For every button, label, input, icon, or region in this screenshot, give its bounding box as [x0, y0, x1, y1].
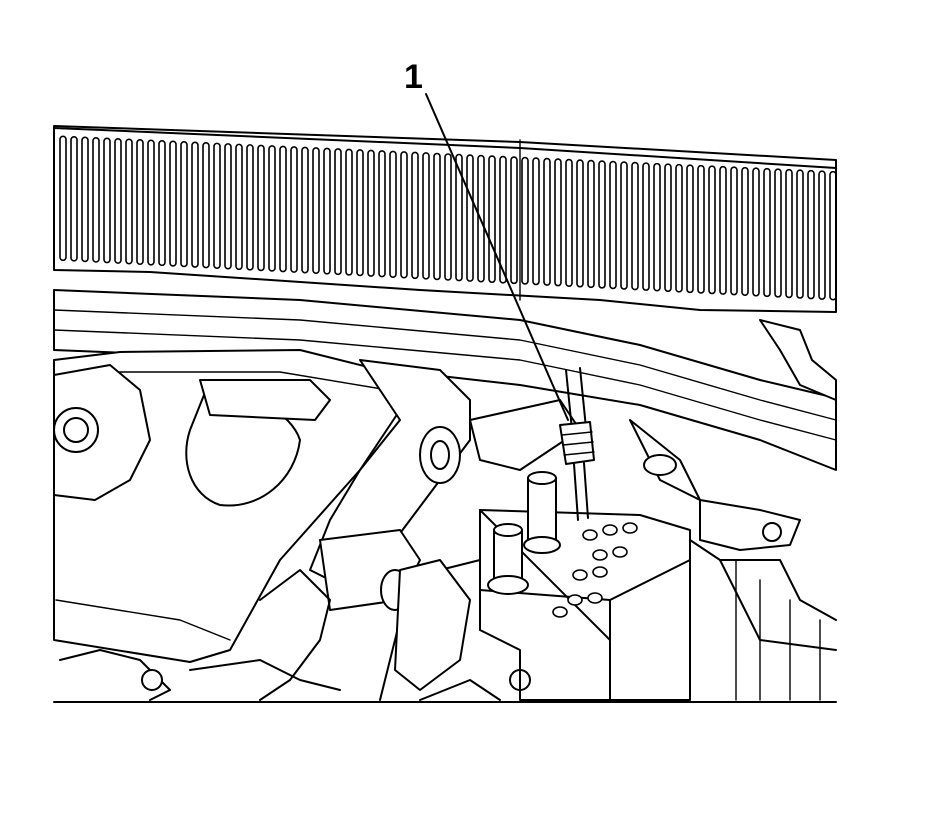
grille-slat	[180, 141, 188, 268]
grille-slat	[169, 140, 177, 267]
grille-slat	[59, 135, 67, 262]
grille-slat	[114, 138, 122, 264]
valve-port	[602, 524, 618, 536]
grille-slat	[686, 164, 694, 294]
valve-port	[592, 549, 608, 561]
valve-port	[592, 566, 608, 578]
grille-slat	[554, 158, 562, 287]
valve-port	[622, 522, 638, 534]
grille-slat	[81, 136, 89, 263]
grille-slats	[59, 135, 837, 301]
grille-slat	[433, 152, 441, 281]
grille-slat	[191, 141, 199, 268]
grille-slat	[279, 145, 287, 273]
grille-slat	[807, 169, 815, 300]
grille-slat	[697, 164, 705, 294]
grille-slat	[576, 159, 584, 288]
grille-slat	[631, 161, 639, 291]
grille-slat	[356, 149, 364, 277]
grille-slat	[488, 155, 496, 284]
grille-slat	[257, 144, 265, 272]
grille-slat	[202, 142, 210, 269]
grille-slat	[510, 156, 518, 285]
grille-slat	[92, 136, 100, 263]
grille-slat	[224, 143, 232, 270]
grille-slat	[422, 152, 430, 280]
grille-slat	[301, 146, 309, 274]
lower-left-components	[59, 649, 531, 701]
grille-slat	[246, 144, 254, 271]
grille-slat	[664, 163, 672, 293]
grille-slat	[521, 156, 529, 285]
grille-slat	[125, 138, 133, 265]
grille-slat	[796, 169, 804, 299]
callout-label-1: 1	[404, 58, 423, 96]
valve-port	[582, 529, 598, 541]
grille-slat	[565, 158, 573, 287]
valve-port	[587, 592, 603, 604]
grille-slat	[455, 153, 463, 282]
grille-slat	[675, 163, 683, 293]
grille-slat	[136, 139, 144, 266]
callout-leader-line	[425, 93, 569, 421]
valve-port	[567, 594, 583, 606]
grille-slat	[620, 161, 628, 290]
cowl-grille-panel	[53, 125, 837, 313]
grille-slat	[499, 155, 507, 284]
grille-slat	[378, 150, 386, 278]
grille-slat	[774, 168, 782, 298]
grille-slat	[598, 160, 606, 289]
grille-slat	[719, 165, 727, 295]
grille-slat	[587, 159, 595, 289]
grille-slat	[763, 167, 771, 298]
valve-port	[612, 546, 628, 558]
oil-filler-cap	[53, 364, 151, 501]
grille-slat	[345, 148, 353, 276]
grille-slat	[235, 143, 243, 271]
grille-slat	[158, 140, 166, 267]
grille-slat	[543, 157, 551, 286]
grille-slat	[323, 147, 331, 275]
grille-slat	[147, 139, 155, 266]
grille-slat	[389, 150, 397, 278]
grille-slat	[334, 148, 342, 276]
grille-slat	[290, 146, 298, 273]
grille-slat	[829, 170, 837, 301]
right-side-components	[629, 419, 837, 701]
brake-pipe-fittings	[487, 471, 561, 595]
grille-slat	[367, 149, 375, 277]
grille-slat	[312, 147, 320, 275]
valve-port	[572, 569, 588, 581]
grille-slat	[730, 166, 738, 296]
grille-slat	[268, 145, 276, 272]
grille-slat	[103, 137, 111, 264]
grille-slat	[466, 154, 474, 282]
grille-slat	[400, 151, 408, 279]
grille-slat	[818, 170, 826, 300]
grille-slat	[785, 168, 793, 299]
grille-slat	[642, 162, 650, 291]
grille-slat	[213, 142, 221, 269]
grille-slat	[477, 154, 485, 283]
engine-cover	[53, 349, 421, 663]
grille-slat	[609, 160, 617, 290]
valve-ports	[552, 522, 638, 618]
grille-slat	[741, 166, 749, 296]
grille-slat	[70, 135, 78, 262]
bleeder-adapter-fitting	[559, 367, 595, 521]
grille-slat	[444, 153, 452, 281]
intake-tubes	[259, 359, 581, 701]
valve-port	[552, 606, 568, 618]
grille-slat	[653, 162, 661, 292]
grille-slat	[752, 167, 760, 297]
grille-slat	[411, 151, 419, 280]
grille-slat	[532, 157, 540, 286]
grille-slat	[708, 165, 716, 295]
